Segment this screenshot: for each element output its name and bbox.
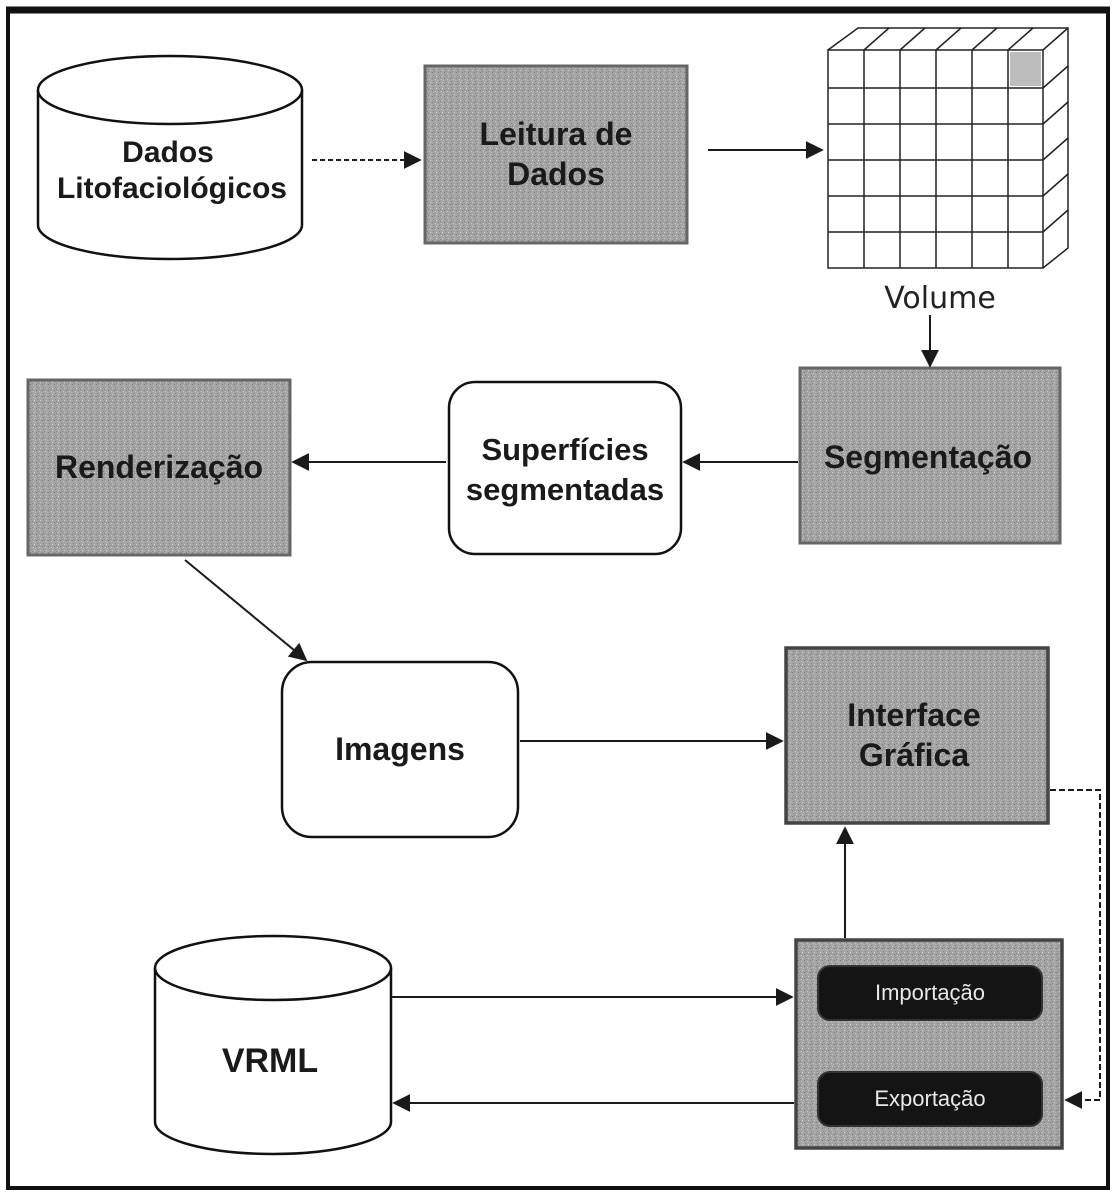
leitura-de-dados-box: Leitura de Dados bbox=[423, 64, 689, 245]
segmentacao-box: Segmentação bbox=[798, 366, 1062, 545]
volume-grid-cube bbox=[827, 27, 1069, 269]
dados-label-line2: Litofaciológicos bbox=[57, 172, 287, 205]
exportacao-button bbox=[817, 1071, 1043, 1127]
renderizacao-box: Renderização bbox=[26, 378, 292, 557]
dados-litofaciologicos-cylinder: Dados Litofaciológicos bbox=[36, 54, 304, 261]
import-export-box: Importação Exportação bbox=[794, 938, 1064, 1150]
renderizacao-label: Renderização bbox=[55, 449, 263, 485]
leitura-label-line2: Dados bbox=[507, 156, 605, 192]
dados-label-line1: Dados bbox=[122, 136, 214, 169]
imagens-box: Imagens bbox=[280, 660, 520, 839]
superficies-segmentadas-box: Superfícies segmentadas bbox=[447, 380, 683, 556]
importacao-button bbox=[817, 965, 1043, 1021]
imagens-label: Imagens bbox=[335, 731, 465, 767]
interface-grafica-box: Interface Gráfica bbox=[784, 646, 1050, 825]
importacao-label: Importação bbox=[875, 980, 985, 1005]
interface-label-line2: Gráfica bbox=[859, 737, 969, 773]
vrml-label: VRML bbox=[222, 1042, 318, 1080]
vrml-cylinder: VRML bbox=[153, 934, 393, 1156]
superficies-label-line2: segmentadas bbox=[466, 472, 664, 507]
volume-label: Volume bbox=[884, 281, 996, 316]
segmentacao-label: Segmentação bbox=[824, 439, 1032, 475]
superficies-label-line1: Superfícies bbox=[481, 432, 648, 467]
arrow-renderizacao-to-imagens bbox=[184, 559, 308, 662]
exportacao-label: Exportação bbox=[874, 1086, 985, 1111]
leitura-label-line1: Leitura de bbox=[480, 116, 633, 152]
interface-label-line1: Interface bbox=[847, 697, 980, 733]
